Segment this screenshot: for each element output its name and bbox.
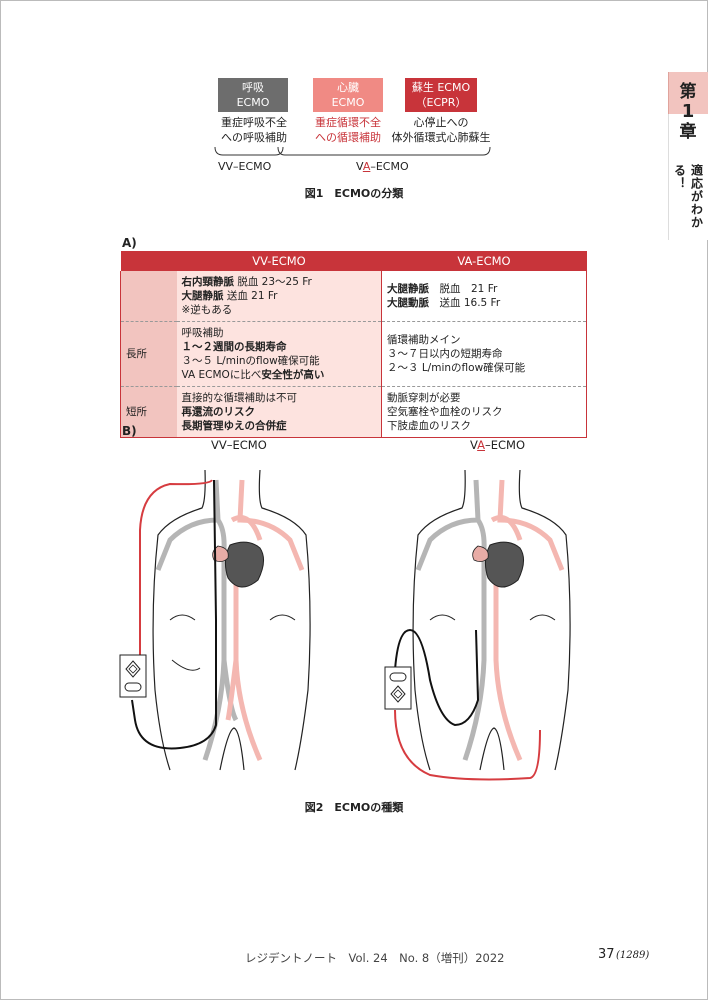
cell-bold-text: 大腿静脈 (182, 290, 224, 302)
cell-text: ３～５ L/minのflow確保可能 (182, 355, 320, 367)
cell-bold-text: 大腿動脈 (387, 297, 429, 309)
resuscitation-desc: 心停止への 体外循環式心肺蘇生 (386, 115, 496, 145)
desc-line1: 重症呼吸不全 (213, 115, 295, 130)
cell-line: 循環補助メイン (387, 333, 581, 347)
cardiac-desc: 重症循環不全 への循環補助 (306, 115, 390, 145)
va-title-rest: –ECMO (485, 438, 525, 452)
va-label-v: V (356, 160, 363, 173)
cell-line: 動脈穿刺が必要 (387, 391, 581, 405)
chapter-number-char: 章 (668, 122, 708, 142)
chapter-subtitle: 適応がわかる！ (672, 164, 706, 240)
cell-line: 空気塞栓や血栓のリスク (387, 405, 581, 419)
table-corner (121, 251, 177, 271)
cell-line: ３～５ L/minのflow確保可能 (182, 354, 377, 368)
cell-bold-text: 右内頸静脈 (182, 276, 235, 288)
resuscitation-ecmo-box: 蘇生 ECMO （ECPR） (405, 78, 477, 112)
box-line1: 心臓 (313, 80, 383, 95)
box-line2: ECMO (313, 95, 383, 110)
cell-text: 空気塞栓や血栓のリスク (387, 406, 503, 418)
vv-cell: 直接的な循環補助は不可再還流のリスク長期管理ゆえの合併症 (177, 387, 382, 438)
page-number: 37 (598, 947, 615, 962)
cell-bold-text: １～２週間の長期寿命 (182, 341, 287, 353)
table-row: 短所直接的な循環補助は不可再還流のリスク長期管理ゆえの合併症動脈穿刺が必要空気塞… (121, 387, 587, 438)
cell-line: ３～７日以内の短期寿命 (387, 347, 581, 361)
table-header-va: VA-ECMO (382, 251, 587, 271)
cell-text: 呼吸補助 (182, 327, 224, 339)
cell-line: 大腿動脈 送血 16.5 Fr (387, 296, 581, 310)
figure1-caption: 図1 ECMOの分類 (254, 185, 454, 201)
cell-text: 下肢虚血のリスク (387, 420, 471, 432)
respiratory-ecmo-box: 呼吸 ECMO (218, 78, 288, 112)
row-header (121, 271, 177, 322)
cell-bold-text: 長期管理ゆえの合併症 (182, 420, 287, 432)
vv-ecmo-label: VV–ECMO (218, 160, 271, 173)
va-title-a: A (477, 438, 485, 452)
va-label-rest: –ECMO (370, 160, 408, 173)
cell-text: ※逆もある (182, 304, 233, 316)
va-body (385, 470, 570, 779)
ecmo-diagram (110, 460, 600, 790)
cell-line: 呼吸補助 (182, 326, 377, 340)
desc-line1: 重症循環不全 (306, 115, 390, 130)
cell-bold-text: 安全性が高い (261, 369, 324, 381)
cell-text: 循環補助メイン (387, 334, 461, 346)
cell-text: 脱血 23～25 Fr (234, 276, 312, 288)
classification-brackets (205, 145, 505, 161)
page-number-sub: (1289) (616, 950, 649, 961)
cell-line: 長期管理ゆえの合併症 (182, 419, 377, 433)
cell-text: ２～３ L/minのflow確保可能 (387, 362, 525, 374)
journal-footer: レジデントノート Vol. 24 No. 8（増刊）2022 (245, 950, 504, 966)
va-ecmo-label: VA–ECMO (356, 160, 409, 173)
desc-line1: 心停止への (386, 115, 496, 130)
vv-diagram-title: VV–ECMO (211, 438, 267, 452)
cell-line: ２～３ L/minのflow確保可能 (387, 361, 581, 375)
cell-line: 大腿静脈 脱血 21 Fr (387, 282, 581, 296)
cell-text: 送血 16.5 Fr (429, 297, 500, 309)
cardiac-ecmo-box: 心臓 ECMO (313, 78, 383, 112)
chapter-number-char: 1 (668, 102, 708, 122)
cell-bold-text: 大腿静脈 (387, 283, 429, 295)
va-diagram-title: VA–ECMO (470, 438, 525, 452)
cell-line: 下肢虚血のリスク (387, 419, 581, 433)
cell-text: ３～７日以内の短期寿命 (387, 348, 503, 360)
cell-line: 再還流のリスク (182, 405, 377, 419)
cell-line: １～２週間の長期寿命 (182, 340, 377, 354)
respiratory-desc: 重症呼吸不全 への呼吸補助 (213, 115, 295, 145)
cell-text: 脱血 21 Fr (429, 283, 497, 295)
box-line2: ECMO (218, 95, 288, 110)
va-cell: 循環補助メイン ３～７日以内の短期寿命 ２～３ L/minのflow確保可能 (382, 322, 587, 387)
cell-line: VA ECMOに比べ安全性が高い (182, 368, 377, 382)
table-section-label: A) (122, 236, 137, 250)
cell-text: 動脈穿刺が必要 (387, 392, 461, 404)
figure2-caption: 図2 ECMOの種類 (254, 799, 454, 815)
box-line2: （ECPR） (405, 95, 477, 110)
cell-line: 大腿静脈 送血 21 Fr (182, 289, 377, 303)
desc-line2: 体外循環式心肺蘇生 (386, 130, 496, 145)
row-header: 長所 (121, 322, 177, 387)
cell-line: ※逆もある (182, 303, 377, 317)
cell-text: VA ECMOに比べ (182, 369, 262, 381)
vv-body (120, 470, 310, 770)
diagram-section-label: B) (122, 424, 137, 438)
cell-text: 直接的な循環補助は不可 (182, 392, 298, 404)
box-line1: 呼吸 (218, 80, 288, 95)
cell-text: 送血 21 Fr (224, 290, 278, 302)
table-header-vv: VV-ECMO (177, 251, 382, 271)
va-cell: 動脈穿刺が必要空気塞栓や血栓のリスク下肢虚血のリスク (382, 387, 587, 438)
cell-line: 右内頸静脈 脱血 23～25 Fr (182, 275, 377, 289)
desc-line2: への呼吸補助 (213, 130, 295, 145)
box-line1: 蘇生 ECMO (405, 80, 477, 95)
chapter-number-char: 第 (668, 82, 708, 102)
cell-line: 直接的な循環補助は不可 (182, 391, 377, 405)
desc-line2: への循環補助 (306, 130, 390, 145)
cell-bold-text: 再還流のリスク (182, 406, 256, 418)
